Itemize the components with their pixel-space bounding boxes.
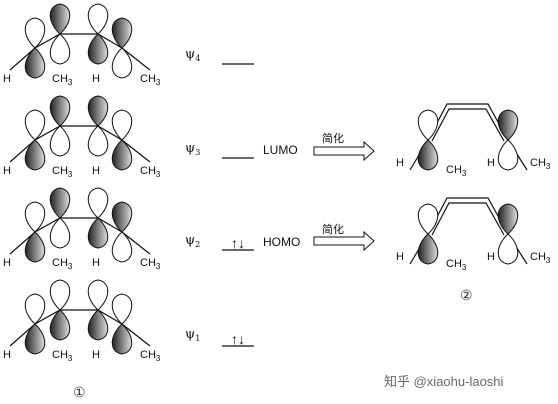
psi-label: ψ4: [185, 47, 200, 63]
p-orbital-c2: [49, 3, 71, 65]
h-atom-label: H: [92, 257, 100, 269]
skeleton-inner: [431, 202, 505, 236]
simplified-lumo: H CH3 H CH3: [396, 103, 551, 178]
ch3-label: CH3: [52, 257, 73, 271]
p-orbital-right: [497, 203, 519, 265]
ch3-label: CH3: [530, 157, 551, 171]
p-orbital-c4: [111, 293, 133, 355]
panel-marker-1: ①: [73, 384, 86, 400]
homo-label: HOMO: [263, 235, 300, 249]
psi-label: ψ3: [185, 141, 200, 157]
h-atom-label: H: [487, 157, 495, 169]
ch3-label: CH3: [446, 164, 467, 178]
p-orbital-c4: [111, 17, 133, 79]
p-orbital-c3: [87, 187, 109, 249]
mo-row-psi1: H CH3 H CH3 ψ1 ↑↓: [3, 279, 254, 363]
simplify-arrow-lumo: 简化: [313, 131, 375, 162]
ch3-label: CH3: [530, 251, 551, 265]
p-orbital-left: [417, 109, 439, 171]
ch3-label: CH3: [52, 349, 73, 363]
h-atom-label: H: [3, 349, 11, 361]
p-orbital-c2: [49, 187, 71, 249]
p-orbital-c2: [49, 279, 71, 341]
panel-marker-2: ②: [460, 287, 473, 303]
electron-pair-arrows: ↑↓: [231, 331, 245, 347]
p-orbital-c4: [111, 109, 133, 171]
p-orbital-c1: [24, 201, 46, 263]
p-orbital-c3: [87, 3, 109, 65]
ch3-label: CH3: [140, 257, 161, 271]
h-atom-label: H: [92, 165, 100, 177]
mo-row-psi2: H CH3 H CH3 ψ2 ↑↓ HOMO: [3, 187, 300, 271]
p-orbital-c2: [49, 95, 71, 157]
h-atom-label: H: [3, 257, 11, 269]
simplify-arrow-homo: 简化: [313, 222, 375, 252]
h-atom-label: H: [92, 73, 100, 85]
watermark: 知乎 @xiaohu-laoshi: [384, 374, 504, 389]
h-atom-label: H: [92, 349, 100, 361]
open-arrow-icon: [313, 140, 375, 162]
simplified-homo: H CH3 H CH3: [396, 197, 551, 272]
mo-row-psi3: H CH3 H CH3 ψ3 LUMO: [3, 95, 298, 179]
ch3-label: CH3: [52, 165, 73, 179]
open-arrow-icon: [313, 230, 375, 252]
electron-pair-arrows: ↑↓: [231, 235, 245, 251]
ch3-label: CH3: [446, 258, 467, 272]
ch3-label: CH3: [140, 349, 161, 363]
ch3-label: CH3: [52, 73, 73, 87]
p-orbital-right: [497, 109, 519, 171]
h-atom-label: H: [487, 251, 495, 263]
ch3-label: CH3: [140, 73, 161, 87]
h-atom-label: H: [3, 165, 11, 177]
psi-label: ψ1: [185, 327, 200, 343]
p-orbital-c1: [24, 109, 46, 171]
p-orbital-c3: [87, 279, 109, 341]
psi-label: ψ2: [185, 233, 200, 249]
p-orbital-c1: [24, 17, 46, 79]
skeleton-inner: [431, 108, 505, 142]
p-orbital-left: [417, 203, 439, 265]
lumo-label: LUMO: [263, 143, 298, 157]
simplify-label: 简化: [322, 131, 344, 145]
h-atom-label: H: [396, 251, 404, 263]
ch3-label: CH3: [140, 165, 161, 179]
p-orbital-c4: [111, 201, 133, 263]
mo-row-psi4: H CH3 H CH3 ψ4: [3, 3, 254, 87]
p-orbital-c1: [24, 293, 46, 355]
h-atom-label: H: [3, 73, 11, 85]
simplify-label: 简化: [322, 222, 344, 236]
h-atom-label: H: [396, 157, 404, 169]
p-orbital-c3: [87, 95, 109, 157]
